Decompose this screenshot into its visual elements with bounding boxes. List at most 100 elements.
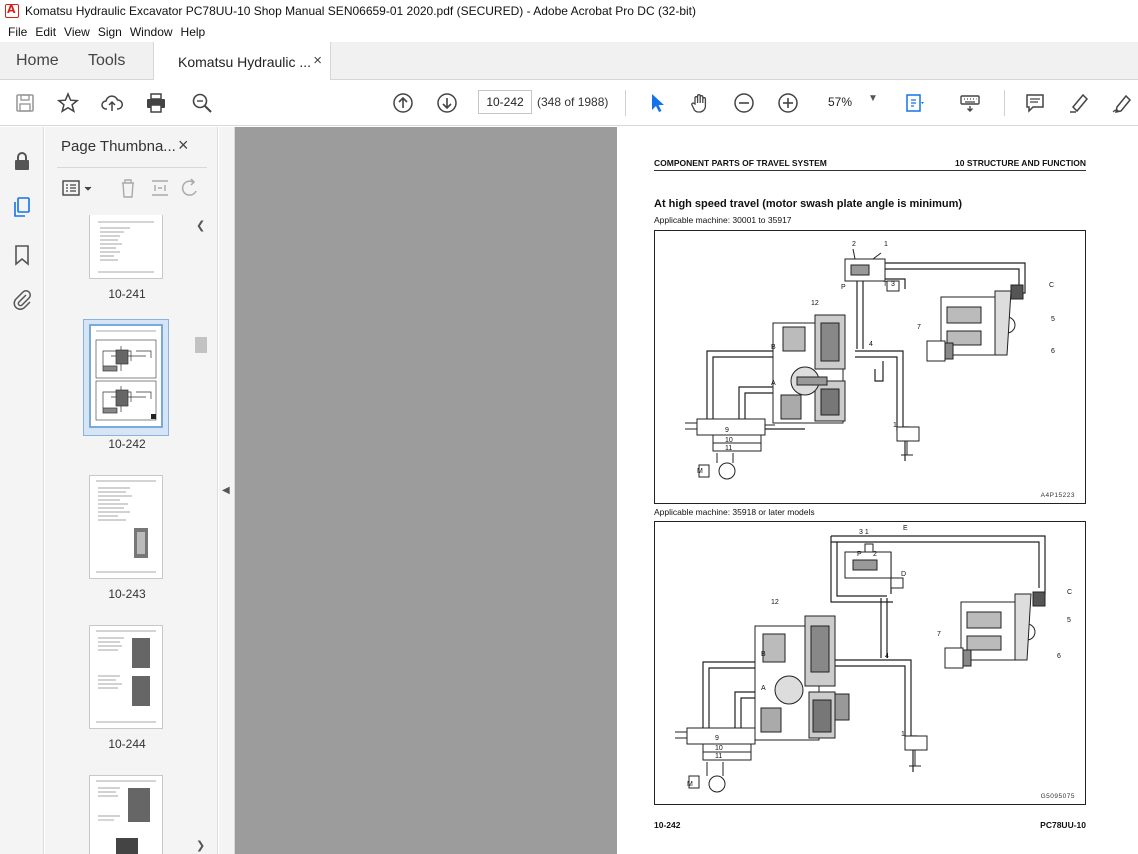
- thumbnail-label: 10-244: [108, 737, 146, 751]
- upload-cloud-icon[interactable]: [100, 91, 124, 115]
- panel-title: Page Thumbna...: [61, 138, 176, 155]
- header-rule: [654, 170, 1086, 171]
- svg-text:4: 4: [885, 653, 889, 660]
- svg-text:A: A: [761, 685, 766, 692]
- lock-icon[interactable]: [10, 149, 34, 173]
- scrollbar-thumb[interactable]: [195, 337, 207, 353]
- next-page-icon[interactable]: [435, 91, 459, 115]
- svg-text:5: 5: [1067, 617, 1071, 624]
- tab-close-icon[interactable]: ×: [313, 52, 322, 69]
- tab-tools[interactable]: Tools: [88, 52, 126, 69]
- svg-text:5: 5: [1051, 316, 1055, 323]
- svg-text:9: 9: [725, 427, 729, 434]
- tab-bar: Home Tools Komatsu Hydraulic ... ×: [0, 42, 1138, 81]
- tab-document-label: Komatsu Hydraulic ...: [178, 53, 312, 70]
- svg-text:C: C: [1067, 589, 1072, 596]
- star-icon[interactable]: [56, 91, 80, 115]
- panel-close-icon[interactable]: ×: [178, 135, 189, 155]
- toolbar-separator: [625, 90, 626, 116]
- thumbnail-page[interactable]: [89, 625, 163, 729]
- acrobat-icon: [5, 3, 19, 18]
- svg-text:T: T: [883, 281, 888, 288]
- title-bar: Komatsu Hydraulic Excavator PC78UU-10 Sh…: [0, 0, 1138, 22]
- menu-edit[interactable]: Edit: [35, 25, 57, 39]
- sign-pen-icon[interactable]: [1110, 91, 1134, 115]
- svg-text:11: 11: [715, 753, 722, 760]
- toolbar-separator: [1004, 90, 1005, 116]
- comment-icon[interactable]: [1023, 91, 1047, 115]
- menu-file[interactable]: File: [8, 25, 28, 39]
- scroll-down-icon[interactable]: ❯: [196, 840, 206, 852]
- keyboard-icon[interactable]: [958, 91, 982, 115]
- page-footer-right: PC78UU-10: [1040, 820, 1086, 830]
- menu-window[interactable]: Window: [129, 25, 173, 39]
- trash-icon[interactable]: [117, 177, 139, 202]
- svg-text:7: 7: [937, 631, 941, 638]
- diagram-1-code: A4P15223: [1040, 492, 1075, 499]
- svg-text:6: 6: [1057, 653, 1061, 660]
- zoom-search-icon[interactable]: [190, 91, 214, 115]
- chevron-left-icon[interactable]: ◀: [222, 485, 230, 496]
- page-number-input[interactable]: [478, 90, 532, 114]
- thumbnail-page[interactable]: [89, 775, 163, 854]
- zoom-in-icon[interactable]: [776, 91, 800, 115]
- svg-text:M: M: [697, 468, 703, 475]
- save-icon[interactable]: [13, 91, 37, 115]
- menu-help[interactable]: Help: [180, 25, 206, 39]
- svg-text:M: M: [687, 781, 693, 788]
- thumbnail-page-selected[interactable]: [89, 324, 163, 428]
- svg-text:2: 2: [852, 241, 856, 248]
- bookmark-icon[interactable]: [10, 243, 34, 267]
- extract-pages-icon[interactable]: [149, 177, 171, 202]
- menu-view[interactable]: View: [64, 25, 90, 39]
- svg-text:10: 10: [715, 745, 723, 752]
- toolbar: (348 of 1988) 57% ▼: [0, 80, 1138, 126]
- svg-text:7: 7: [917, 324, 921, 331]
- svg-text:12: 12: [771, 599, 779, 606]
- page-header-right: 10 STRUCTURE AND FUNCTION: [955, 158, 1086, 168]
- thumbnail-page[interactable]: [89, 215, 163, 279]
- page-footer-left: 10-242: [654, 820, 681, 830]
- menu-sign[interactable]: Sign: [97, 25, 122, 39]
- applicable-machine-2: Applicable machine: 35918 or later model…: [654, 507, 815, 517]
- left-rail: [0, 127, 44, 854]
- print-icon[interactable]: [144, 91, 168, 115]
- thumbnail-label: 10-242: [108, 437, 146, 451]
- hand-tool-icon[interactable]: [688, 91, 712, 115]
- page-thumbnails-panel: Page Thumbna... ×: [45, 127, 218, 854]
- fit-page-icon[interactable]: [902, 91, 926, 115]
- thumbnail-page[interactable]: [89, 475, 163, 579]
- thumbnail-scrollbar[interactable]: ❮ ❯: [193, 219, 209, 854]
- svg-text:P: P: [841, 284, 846, 291]
- rotate-icon[interactable]: [179, 177, 201, 202]
- svg-text:6: 6: [1051, 348, 1055, 355]
- tab-document[interactable]: Komatsu Hydraulic ... ×: [153, 42, 331, 81]
- thumbnail-list: 10-241 10-242: [45, 215, 200, 854]
- tab-home[interactable]: Home: [16, 52, 59, 69]
- svg-text:B: B: [771, 344, 776, 351]
- svg-text:P: P: [857, 551, 862, 558]
- zoom-out-icon[interactable]: [732, 91, 756, 115]
- chevron-down-icon: ▼: [868, 93, 878, 104]
- svg-text:1: 1: [893, 422, 897, 429]
- svg-text:4: 4: [869, 341, 873, 348]
- zoom-level-value: 57%: [828, 95, 853, 109]
- zoom-level-select[interactable]: 57% ▼: [822, 91, 882, 113]
- document-view[interactable]: COMPONENT PARTS OF TRAVEL SYSTEM 10 STRU…: [235, 127, 1138, 854]
- attachment-paperclip-icon[interactable]: [10, 287, 34, 311]
- svg-text:11: 11: [725, 445, 732, 452]
- applicable-machine-1: Applicable machine: 30001 to 35917: [654, 215, 792, 225]
- previous-page-icon[interactable]: [391, 91, 415, 115]
- thumbnail-options-icon[interactable]: [61, 177, 97, 202]
- pdf-page: COMPONENT PARTS OF TRAVEL SYSTEM 10 STRU…: [617, 127, 1138, 854]
- svg-text:A: A: [771, 380, 776, 387]
- page-thumbnails-icon[interactable]: [10, 195, 34, 219]
- svg-text:3 1: 3 1: [859, 529, 869, 536]
- select-cursor-icon[interactable]: [645, 91, 669, 115]
- svg-text:E: E: [903, 525, 908, 532]
- highlight-pen-icon[interactable]: [1067, 91, 1091, 115]
- panel-collapse-handle[interactable]: ◀: [219, 127, 235, 854]
- scroll-up-icon[interactable]: ❮: [196, 220, 206, 232]
